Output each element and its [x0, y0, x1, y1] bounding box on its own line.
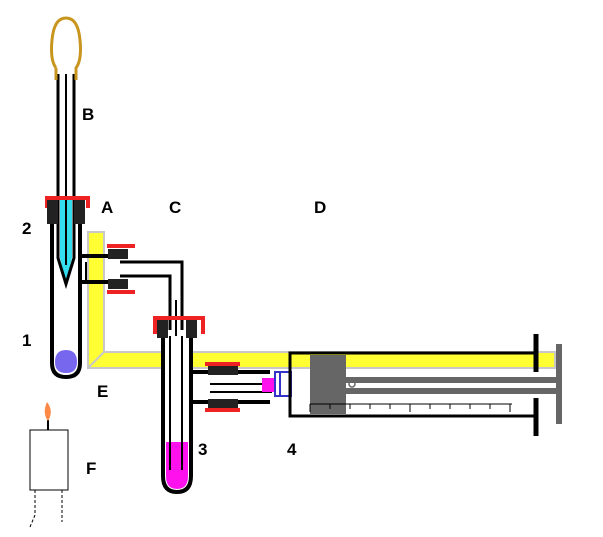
label-1: 1: [22, 331, 31, 350]
flame: [44, 402, 51, 421]
stopper-2: [45, 196, 90, 224]
side-arm-1: [80, 244, 135, 294]
blue-liquid: [55, 350, 77, 373]
test-tube-3: [161, 336, 193, 495]
plunger-rod: [346, 377, 560, 383]
plunger-head: [310, 355, 346, 414]
label-2: 2: [22, 219, 31, 238]
plunger-handle: [556, 344, 562, 424]
syringe-d: [288, 334, 562, 436]
label-f: F: [86, 459, 96, 478]
candle-f: [29, 402, 69, 528]
label-d: D: [314, 198, 326, 217]
wire-loop: [50, 16, 82, 80]
syringe-nozzle: [262, 371, 292, 397]
label-3: 3: [198, 440, 207, 459]
label-e: E: [97, 382, 108, 401]
side-arm-3: [191, 362, 272, 412]
label-a: A: [101, 198, 113, 217]
label-b: B: [82, 105, 94, 124]
label-c: C: [169, 198, 181, 217]
stopper-3: [153, 316, 205, 338]
support-stand: [87, 231, 556, 369]
label-4: 4: [287, 440, 297, 459]
